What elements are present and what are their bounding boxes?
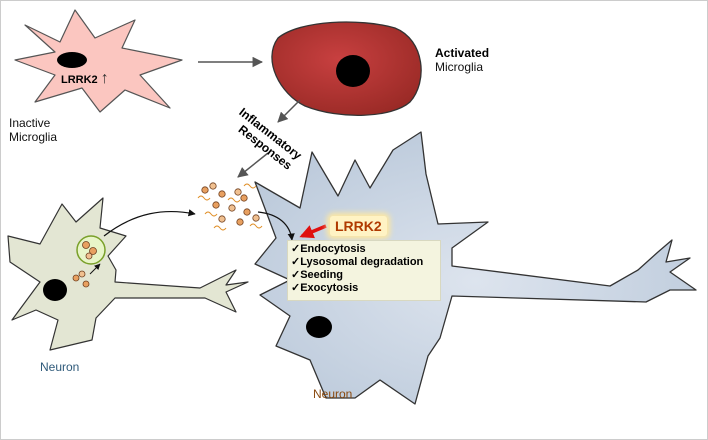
- lrrk2-functions-box: ✓Endocytosis ✓Lysosomal degradation ✓See…: [287, 240, 441, 301]
- activated-microglia-label: Activated Microglia: [435, 46, 489, 74]
- activated-microglia-nucleus: [336, 55, 370, 87]
- up-arrow-icon: ↑: [100, 70, 109, 87]
- inflammatory-arrow-out: [237, 152, 269, 178]
- function-lysosomal-degradation: ✓Lysosomal degradation: [291, 256, 424, 268]
- activated-label-line2: Microglia: [435, 60, 484, 74]
- activated-label-line1: Activated: [435, 46, 490, 60]
- inactive-label-line2: Microglia: [9, 130, 58, 144]
- right-neuron-label: Neuron: [313, 387, 353, 401]
- lrrk2-highlight-label: LRRK2: [330, 216, 387, 236]
- right-neuron-cell: [254, 131, 697, 405]
- left-neuron-cell: [7, 197, 249, 351]
- function-endocytosis: ✓Endocytosis: [291, 243, 366, 255]
- function-exocytosis: ✓Exocytosis: [291, 282, 359, 294]
- inflammatory-arrow-in: [277, 99, 301, 123]
- function-seeding: ✓Seeding: [291, 269, 344, 281]
- vesicle-aggregate-2: [89, 247, 97, 255]
- left-neuron-label: Neuron: [40, 360, 80, 374]
- lrrk2-red-arrow: [299, 224, 327, 239]
- vesicle-aggregate-3: [85, 252, 93, 260]
- inactive-label-line1: Inactive: [9, 116, 51, 130]
- left-aggregate-3: [82, 280, 90, 288]
- inactive-microglia-nucleus: [57, 52, 87, 68]
- left-aggregate-2: [78, 270, 86, 278]
- right-neuron-nucleus: [306, 316, 332, 338]
- extracellular-aggregates: [197, 182, 263, 231]
- inactive-lrrk2-label: LRRK2 ↑: [61, 70, 109, 88]
- left-aggregate-arrow: [89, 263, 101, 275]
- vesicle-aggregate-1: [82, 241, 90, 249]
- release-arrow: [103, 209, 196, 237]
- inactive-lrrk2-text: LRRK2: [61, 74, 98, 86]
- inactive-microglia-label: Inactive Microglia: [9, 116, 57, 144]
- inactive-microglia-cell: [14, 9, 183, 113]
- lrrk2-functions-list: ✓Endocytosis ✓Lysosomal degradation ✓See…: [288, 241, 440, 297]
- uptake-arrow: [257, 211, 295, 241]
- left-aggregate-1: [72, 274, 80, 282]
- left-neuron-nucleus: [43, 279, 67, 301]
